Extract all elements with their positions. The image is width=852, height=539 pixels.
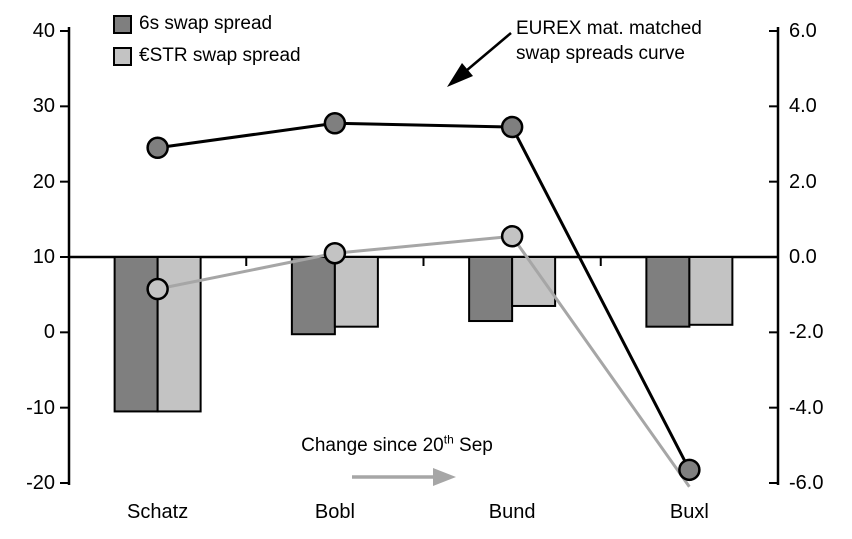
change-annotation-prefix: Change since 20 [301,435,444,456]
legend-item-estr-swap-spread: €STR swap spread [113,43,301,69]
change-annotation-arrowhead-icon [433,468,456,486]
curve-annotation: EUREX mat. matched swap spreads curve [516,16,702,66]
change-annotation: Change since 20th Sep [288,434,506,458]
marker-6s-bobl [323,112,347,135]
curve-annotation-line1: EUREX mat. matched [516,18,702,39]
line-6s-curve [157,121,691,471]
x-axis-label-bobl: Bobl [314,501,355,523]
right-axis-tick-label: -6.0 [789,472,824,494]
left-axis-tick-label: 40 [32,20,55,42]
right-axis-tick-label: 2.0 [789,170,817,193]
curve-annotation-arrowhead-icon [447,63,473,87]
right-axis-tick-label: -4.0 [789,396,824,419]
marker-6s-bund [500,115,524,139]
legend-label-6s: 6s swap spread [139,13,273,34]
change-annotation-suffix: Sep [453,435,493,456]
bar-6s-bund [468,256,514,323]
x-axis-label-buxl: Buxl [669,501,709,523]
legend-swatch-6s-icon [113,14,132,34]
left-axis-tick-label: 0 [43,321,55,344]
bar-6s-schatz [113,256,159,413]
bar-estr-buxl [688,256,734,326]
bar-6s-bobl [290,256,336,336]
curve-annotation-line2: swap spreads curve [516,43,685,64]
legend: 6s swap spread €STR swap spread [113,11,301,75]
right-axis-tick-label: -2.0 [789,321,824,344]
marker-estr-bund [500,225,524,248]
left-axis-tick-label: -10 [26,396,55,419]
x-axis-label-schatz: Schatz [127,501,189,523]
x-axis-label-bund: Bund [488,501,536,523]
right-axis-tick-label: 4.0 [789,95,817,118]
bar-estr-bobl [333,256,379,328]
bar-6s-buxl [645,256,691,328]
change-annotation-superscript: th [443,432,454,447]
line-estr-curve [157,234,691,488]
legend-label-estr: €STR swap spread [139,45,301,66]
curve-annotation-arrow [459,32,512,77]
marker-estr-schatz [146,277,169,301]
right-axis-tick-label: 0.0 [789,246,817,268]
left-axis-tick-label: 10 [32,246,55,268]
right-axis-tick-label: 6.0 [789,20,817,42]
marker-estr-bobl [323,241,347,265]
marker-6s-schatz [146,136,169,160]
legend-item-6s-swap-spread: 6s swap spread [113,11,301,37]
left-axis-tick-label: -20 [26,472,55,494]
left-axis-tick-label: 30 [32,95,55,118]
marker-6s-buxl [678,458,701,482]
left-axis-tick-label: 20 [32,170,55,193]
legend-swatch-estr-icon [113,46,132,66]
